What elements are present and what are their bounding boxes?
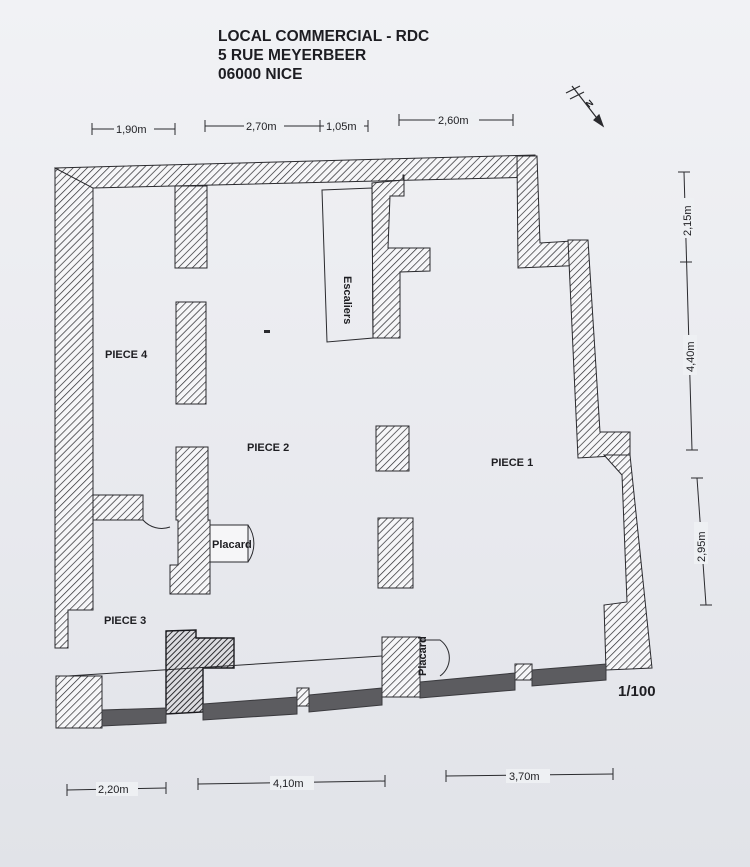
exterior-walls [54,154,653,671]
pillar-upper [375,425,410,472]
dim-top-3: 1,05m [326,121,357,133]
dim-bottom-3: 3,70m [509,771,540,783]
mark-dot [264,330,270,333]
dim-bottom-2: 4,10m [273,778,304,790]
pillar-lower [377,517,414,589]
label-piece3: PIECE 3 [104,615,146,627]
door-piece3-arc [142,497,171,529]
wall-right-mid [567,239,631,459]
wall-right-lower [602,454,653,671]
north-letter: N [584,98,595,110]
dim-right-1: 2,15m [682,205,694,236]
dim-right-2: 4,40m [685,341,697,372]
north-arrow-icon [565,85,605,128]
wall-stair-block [371,174,431,339]
stairs-outline [321,187,374,343]
wall-placard-right [381,636,421,698]
wall-left [54,167,94,649]
wall-piece4 [175,301,207,405]
dim-top-2: 2,70m [246,121,277,133]
plan-title-block: LOCAL COMMERCIAL - RDC 5 RUE MEYERBEER 0… [218,27,429,84]
label-placard-left: Placard [212,539,252,551]
wall-top-partition [174,185,208,269]
wall-top [54,154,538,191]
label-piece2: PIECE 2 [247,442,289,454]
wall-bottom-left-corner [55,675,103,729]
dim-top-1: 1,90m [116,124,147,136]
title-line-1: LOCAL COMMERCIAL - RDC [218,28,430,45]
dim-bottom-1: 2,20m [98,784,129,796]
title-line-3: 06000 NICE [218,66,303,83]
door-placard-right [420,639,450,677]
wall-piece3-top [92,494,144,521]
wall-bottom-right-post [514,663,533,681]
label-placard-right: Placard [417,636,429,676]
wall-bottom-mid-post [296,687,310,707]
column-piece3 [165,629,235,715]
placard-left-box [209,524,249,563]
title-line-2: 5 RUE MEYERBEER [218,47,367,64]
wall-piece2-lower [169,446,211,595]
label-stairs: Escaliers [341,276,353,324]
interior-walls [55,174,533,729]
label-piece4: PIECE 4 [105,349,148,361]
storefront-facade [101,663,607,727]
label-piece1: PIECE 1 [491,457,533,469]
dim-right-3: 2,95m [696,531,708,562]
scale-label: 1/100 [618,683,656,700]
dim-top-4: 2,60m [438,115,469,127]
